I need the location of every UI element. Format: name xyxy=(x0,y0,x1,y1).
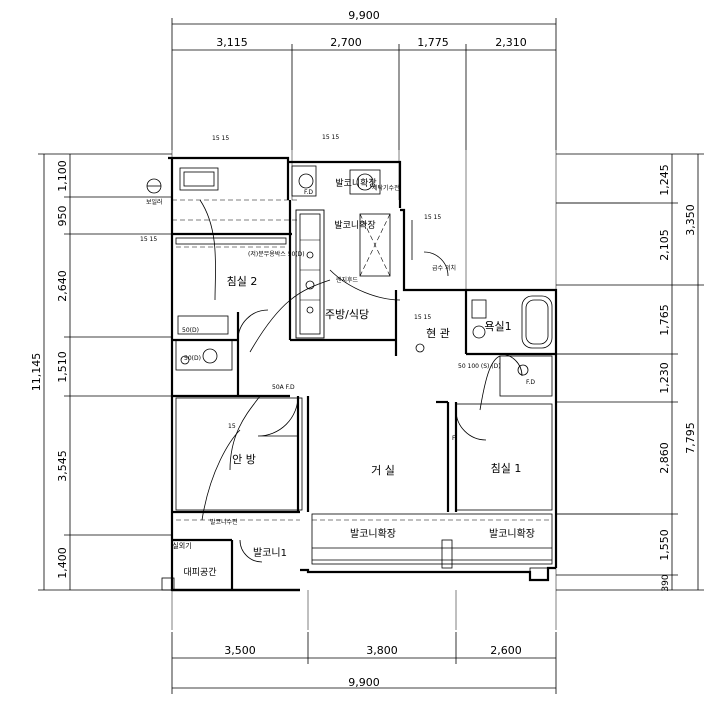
annot-1515-a: 15 15 xyxy=(212,135,229,142)
annot-d50: 50(D) xyxy=(184,355,201,362)
dim-right-seg-2: 2,105 xyxy=(658,229,671,261)
annotations: 15 15 15 15 15 15 15 15 15 15 15 세탁기수전 급… xyxy=(140,134,535,526)
dim-top-seg-4: 2,310 xyxy=(495,36,527,49)
room-balcony-ext-right: 발코니확장 xyxy=(489,528,535,540)
dim-left-seg-2: 950 xyxy=(56,206,69,227)
dim-bottom-seg-1: 3,500 xyxy=(224,644,256,657)
dim-top-seg-1: 3,115 xyxy=(216,36,248,49)
annot-faucet: 급수 위치 xyxy=(432,264,456,272)
dim-right-seg-7: 390 xyxy=(661,574,671,591)
dim-right-seg-4: 1,230 xyxy=(658,362,671,394)
annot-1515-b: 15 15 xyxy=(322,134,339,141)
annot-sd: 50 100 (S) (D) xyxy=(458,363,501,370)
annot-1515-d: 15 15 xyxy=(424,214,441,221)
room-bedroom-main: 안 방 xyxy=(232,453,256,466)
dim-bottom-total: 9,900 xyxy=(348,676,380,689)
room-kitchen: 주방/식당 xyxy=(325,308,369,321)
room-balcony-ext-mid: 발코니확장 xyxy=(350,528,396,540)
dim-left-seg-1: 1,100 xyxy=(56,160,69,192)
balcony-outlines xyxy=(175,237,553,565)
pipe-shaft xyxy=(295,209,391,339)
right-dimensions: 1,245 2,105 1,765 1,230 2,860 1,550 390 … xyxy=(556,153,704,592)
dim-top-seg-2: 2,700 xyxy=(330,36,362,49)
dim-left-seg-5: 3,545 xyxy=(56,450,69,482)
annot-fd-laundry: F.D xyxy=(304,189,313,196)
room-bath1: 욕실1 xyxy=(484,320,511,333)
dim-left-seg-6: 1,400 xyxy=(56,547,69,579)
dim-top-seg-3: 1,775 xyxy=(417,36,449,49)
dim-top-total: 9,900 xyxy=(348,9,380,22)
window-steps xyxy=(161,539,549,591)
room-bedroom1: 침실 1 xyxy=(491,462,522,475)
dim-right-seg-6: 1,550 xyxy=(658,529,671,561)
room-balcony-ext-top: 발코니확장 xyxy=(335,177,376,189)
dim-left-total: 11,145 xyxy=(30,353,43,392)
dim-right-total-2: 7,795 xyxy=(684,422,697,454)
door-swings xyxy=(237,220,523,563)
left-dimensions: 11,145 1,100 950 2,640 1,510 3,545 1,400 xyxy=(30,153,172,591)
annot-1515-e: 15 15 xyxy=(414,314,431,321)
annot-hood: 렌지후드 xyxy=(336,276,359,284)
annot-1515-c: 15 15 xyxy=(140,236,157,243)
top-dimensions: 9,900 3,115 2,700 1,775 2,310 xyxy=(171,9,557,150)
annot-balcony-water: 발코니수전 xyxy=(210,518,238,526)
laundry-area xyxy=(146,165,381,197)
dim-right-seg-3: 1,765 xyxy=(658,304,671,336)
bottom-dimensions: 3,500 3,800 2,600 9,900 xyxy=(171,632,557,694)
room-outdoor-unit: 실외기 xyxy=(172,541,191,550)
annot-f: F xyxy=(452,435,456,442)
bath1-fixtures xyxy=(415,295,553,376)
annot-drain-50a: 50A F.D xyxy=(272,384,295,391)
annot-fd-bath: F.D xyxy=(526,379,535,386)
room-living: 거 실 xyxy=(371,464,395,477)
room-bedroom2: 침실 2 xyxy=(227,275,258,288)
room-evac: 대피공간 xyxy=(183,567,216,578)
annot-washer: 세탁기수전 xyxy=(372,184,400,192)
annot-pipe-note: (저)분무용박스 50(D) xyxy=(248,250,305,258)
dim-left-seg-4: 1,510 xyxy=(56,351,69,383)
room-labels: 침실 2 주방/식당 현 관 욕실1 안 방 거 실 침실 1 발코니확장 발코… xyxy=(172,177,535,578)
dim-right-seg-1: 1,245 xyxy=(658,164,671,196)
dim-bottom-seg-3: 2,600 xyxy=(490,644,522,657)
room-balcony1: 발코니1 xyxy=(253,547,287,559)
dim-right-seg-5: 2,860 xyxy=(658,442,671,474)
room-entrance: 현 관 xyxy=(426,327,450,340)
annot-15: 15 xyxy=(228,423,236,430)
dim-bottom-seg-2: 3,800 xyxy=(366,644,398,657)
small-bath-fixtures xyxy=(175,315,233,371)
room-balcony-ext-upper: 발코니확장 xyxy=(334,219,375,231)
dim-right-total-1: 3,350 xyxy=(684,204,697,236)
annot-top-rn: 50(D) xyxy=(182,327,199,334)
annot-boiler: 보일러 xyxy=(146,198,163,206)
grid-lines xyxy=(171,150,640,630)
wiring-lines xyxy=(172,199,501,521)
dim-left-seg-3: 2,640 xyxy=(56,270,69,302)
